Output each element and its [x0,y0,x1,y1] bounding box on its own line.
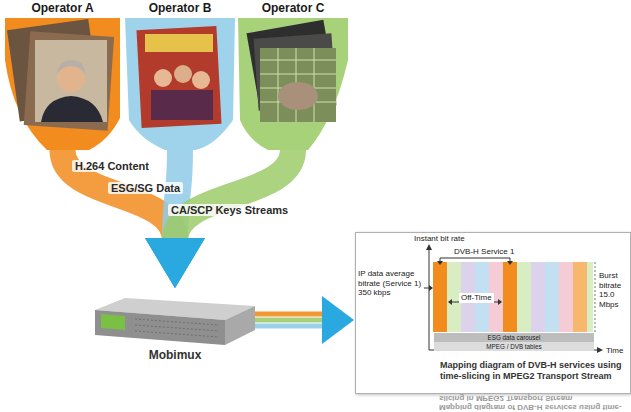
burst-bar [545,262,559,332]
photo [24,31,114,131]
operator-fan: Operator A [5,0,120,150]
face [174,65,192,83]
animal [278,82,318,110]
operator-fan-text: Operator B [125,1,235,15]
offtime-label: Off-Time [459,293,494,303]
leader-head [429,285,433,291]
device-front [95,310,225,345]
photo [260,48,336,122]
chart-art [355,232,631,394]
device-side [225,306,255,345]
stream-band [63,150,176,240]
data-band: MPEG / DVB tables [434,342,594,351]
timeslice-panel: Mapping diagram of DVB-H services using … [355,232,631,394]
stream-band [255,312,324,317]
caption-reflection: Mapping diagram of DVB-H services using … [439,394,629,412]
suit [41,96,103,122]
mux-device: Mobimux [95,290,255,365]
output-arrowhead [322,296,354,344]
stream-connector [145,150,293,288]
burst-bar [573,262,587,332]
y-axis [429,249,430,350]
service-bracket [440,258,510,263]
funnel-arrowhead [145,238,205,288]
mux-device-text: Mobimux [95,348,255,362]
burst-bar [559,262,573,332]
device-panel [101,314,125,330]
service-label: DVB-H Service 1 [454,247,514,257]
operator-fan: Operator B [125,0,235,150]
hair [57,60,85,74]
bracket-head [507,261,513,265]
bitrate-note: IP data average bitrate (Service 1) 350 … [358,269,424,298]
photo-bodies [151,90,213,120]
bracket-head [437,261,443,265]
fan-wedge [125,18,235,150]
operator-fan: Operator C [238,0,348,150]
face [192,71,210,89]
operator-b-art [125,18,235,150]
burst-bar [531,262,545,332]
axis-head [597,347,603,353]
burst-bar [433,262,447,332]
axis-label: Instant bit rate [414,234,465,244]
burst-note: Burst bitrate 15.0 Mbps [599,271,631,309]
timeslice-panel-text: Mapping diagram of DVB-H services using … [440,360,628,382]
funnel-arrowhead [145,238,205,288]
operator-fan-text: Operator A [5,1,120,15]
fan-wedge [5,18,120,150]
data-band-text: MPEG / DVB tables [434,342,594,351]
stream-label: CA/SCP Keys Streams [168,204,291,216]
stream-connector [255,296,354,344]
burst-bar [587,262,593,332]
offtime-head [448,299,452,305]
device-vents [135,319,219,337]
stream-band [255,324,324,329]
axis-head [426,244,432,250]
data-band: ESG data carousel [434,333,594,342]
axis-label: Time [606,346,623,356]
burst-marker [595,262,596,332]
operator-fan-text: Operator C [238,1,348,15]
chart-ground [355,232,631,394]
burst-bar [503,262,517,332]
data-band-text: ESG data carousel [434,333,594,342]
photo-logo [145,34,213,52]
stream-label: ESG/SG Data [108,182,183,194]
stream-label: H.264 Content [72,160,152,172]
operator-c-art [238,18,348,150]
burst-bar [517,262,531,332]
photo-grid [260,48,336,122]
face [154,69,172,87]
funnel-arrowhead [145,238,205,288]
fan-wedge [238,18,348,150]
photo [136,26,221,128]
photo [35,40,107,122]
mobimux-device [95,298,255,345]
stream-band [175,150,293,240]
offtime-head [498,299,502,305]
operator-a-art [5,18,120,150]
stream-band [255,318,324,323]
